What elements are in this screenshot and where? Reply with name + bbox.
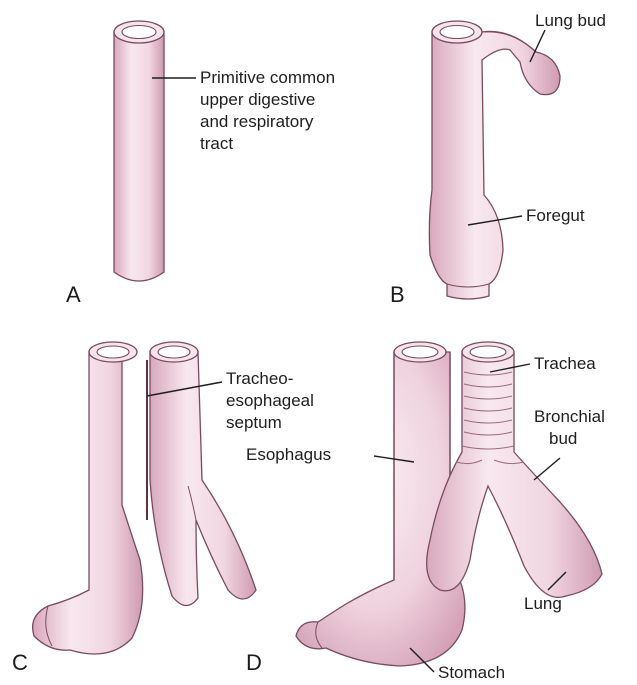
- panel-c-septum-label-line1: Tracheo-: [226, 368, 293, 389]
- panel-d-stomach-label: Stomach: [438, 662, 505, 683]
- panel-d-trachea-lungs: [427, 342, 602, 597]
- panel-a-label-line1: Primitive common: [200, 67, 335, 88]
- panel-letter-b: B: [390, 282, 405, 308]
- panel-c-esophagus: [33, 342, 143, 654]
- panel-a-label-line4: tract: [200, 133, 233, 154]
- panel-a-tube: [114, 21, 164, 281]
- panel-c-septum-label-line2: esophageal: [226, 390, 314, 411]
- panel-d-esophagus-label: Esophagus: [246, 444, 331, 465]
- panel-b-foregut-label: Foregut: [526, 205, 585, 226]
- panel-letter-a: A: [66, 282, 81, 308]
- panel-d-bronchial-leader: [534, 458, 560, 480]
- panel-b-foregut: [429, 21, 560, 299]
- panel-b-lung-bud-label: Lung bud: [535, 10, 606, 31]
- panel-d-lung-label: Lung: [524, 593, 562, 614]
- panel-d-bronchial-label-line2: bud: [549, 428, 577, 449]
- panel-a-label-line3: and respiratory: [200, 111, 313, 132]
- panel-a-label-line2: upper digestive: [200, 89, 315, 110]
- panel-d-trachea-label: Trachea: [534, 353, 596, 374]
- panel-c-septum-label-line3: septum: [226, 412, 282, 433]
- panel-letter-d: D: [246, 650, 262, 676]
- panel-letter-c: C: [12, 650, 28, 676]
- panel-d-bronchial-label-line1: Bronchial: [534, 406, 605, 427]
